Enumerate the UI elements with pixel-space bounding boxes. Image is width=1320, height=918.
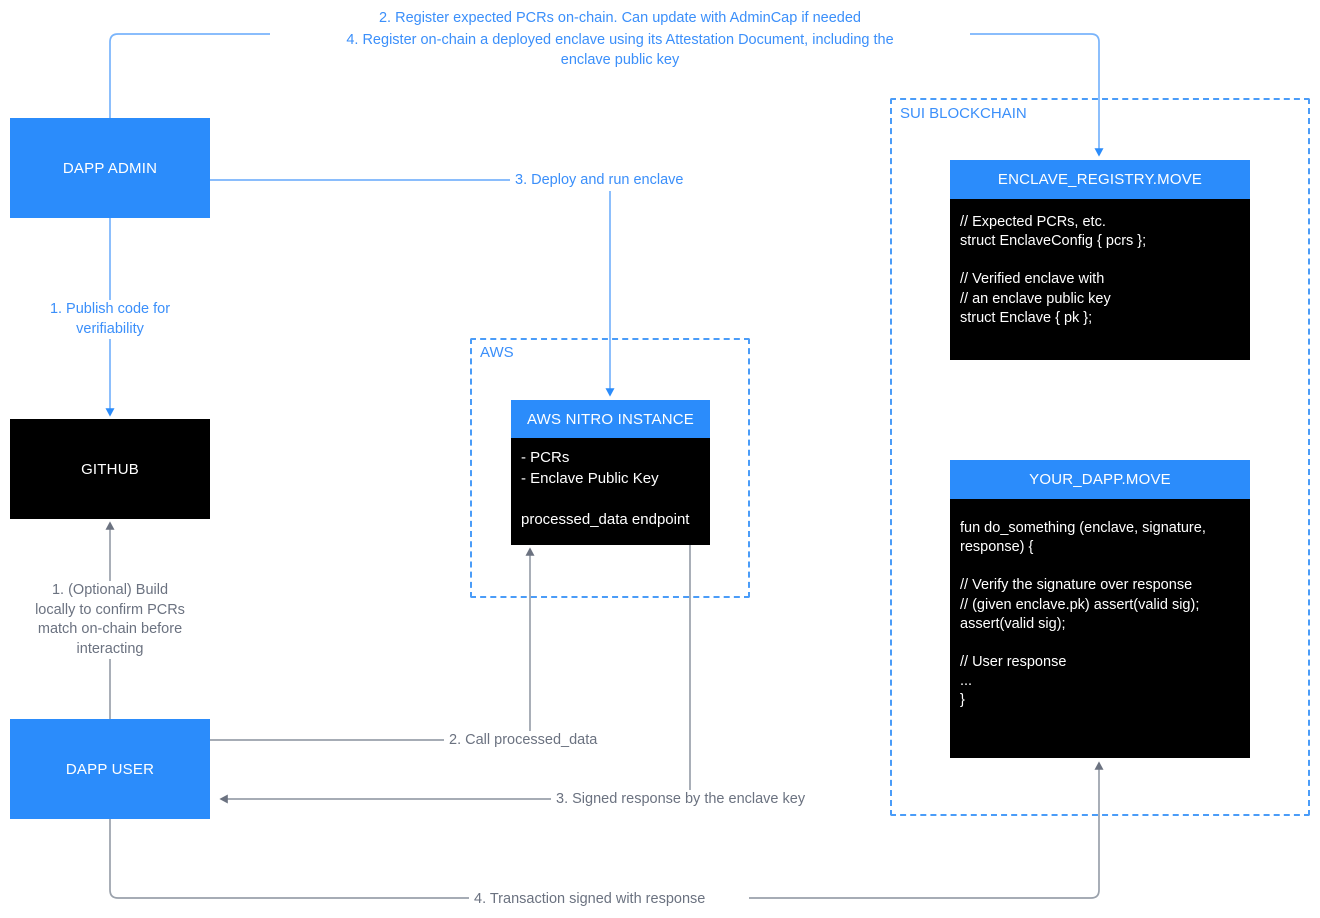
node-enclave-registry-move-body: // Expected PCRs, etc. struct EnclaveCon… [950,199,1250,360]
node-github[interactable]: GITHUB [10,419,210,519]
group-aws-label: AWS [476,344,518,361]
node-aws-nitro-instance[interactable]: AWS NITRO INSTANCE - PCRs - Enclave Publ… [511,400,710,545]
node-dapp-admin[interactable]: DAPP ADMIN [10,118,210,218]
node-your-dapp-move-body: fun do_something (enclave, signature, re… [950,499,1250,758]
node-dapp-admin-label: DAPP ADMIN [62,159,158,177]
edge-label-signed-response: 3. Signed response by the enclave key [551,790,851,810]
edge-label-call-processed-data: 2. Call processed_data [444,731,644,751]
edge-label-deploy-enclave: 3. Deploy and run enclave [510,171,720,191]
group-sui-blockchain-label: SUI BLOCKCHAIN [896,105,1031,122]
edge-label-register-enclave: 4. Register on-chain a deployed enclave … [270,31,970,71]
node-aws-nitro-instance-title: AWS NITRO INSTANCE [511,400,710,438]
group-aws [470,338,750,598]
edge-label-register-pcrs: 2. Register expected PCRs on-chain. Can … [270,9,970,29]
node-dapp-user[interactable]: DAPP USER [10,719,210,819]
edge-label-transaction-signed: 4. Transaction signed with response [469,890,749,910]
edge-label-build-locally: 1. (Optional) Build locally to confirm P… [20,581,200,660]
edge-label-publish-code: 1. Publish code for verifiability [20,300,200,340]
node-enclave-registry-move-title: ENCLAVE_REGISTRY.MOVE [950,160,1250,199]
node-your-dapp-move-title: YOUR_DAPP.MOVE [950,460,1250,499]
group-sui-blockchain [890,98,1310,816]
node-enclave-registry-move[interactable]: ENCLAVE_REGISTRY.MOVE // Expected PCRs, … [950,160,1250,360]
node-github-label: GITHUB [81,460,139,478]
node-dapp-user-label: DAPP USER [65,760,155,778]
node-your-dapp-move[interactable]: YOUR_DAPP.MOVE fun do_something (enclave… [950,460,1250,758]
node-aws-nitro-instance-body: - PCRs - Enclave Public Key processed_da… [511,438,710,545]
